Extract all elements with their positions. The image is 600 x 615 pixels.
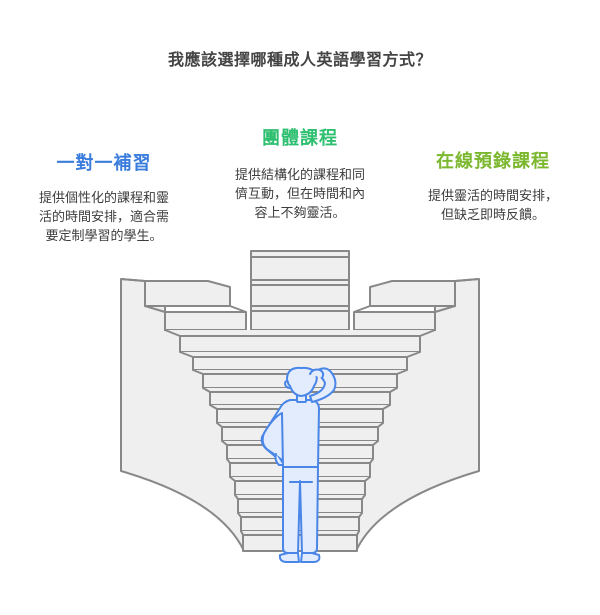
right-upper-step-2 (353, 305, 456, 331)
desc-line: 要定制學習的學生。 (45, 229, 163, 244)
desc-line: 提供結構化的課程和同 (234, 168, 365, 183)
person-icon (260, 366, 337, 563)
desc-line: 提供靈活的時間安排， (427, 189, 558, 204)
option-online-recorded: 在線預錄課程 提供靈活的時間安排， 但缺乏即時反饋。 (400, 147, 586, 225)
option-heading: 一對一補習 (56, 153, 152, 174)
person-legs (282, 466, 319, 554)
option-description: 提供個性化的課程和靈 活的時間安排，適合需 要定制學習的學生。 (14, 189, 194, 246)
center-tower (250, 250, 350, 331)
desc-line: 容上不夠靈活。 (254, 206, 346, 221)
left-upper-step-2 (144, 305, 247, 331)
desc-line: 提供個性化的課程和靈 (38, 191, 169, 206)
desc-line: 但缺乏即時反饋。 (440, 208, 545, 223)
option-description: 提供結構化的課程和同 儕互動，但在時間和內 容上不夠靈活。 (205, 166, 395, 223)
person-arm (309, 367, 337, 403)
option-one-on-one: 一對一補習 提供個性化的課程和靈 活的時間安排，適合需 要定制學習的學生。 (14, 149, 194, 246)
desc-line: 活的時間安排，適合需 (38, 210, 169, 225)
option-heading: 團體課程 (262, 128, 338, 149)
option-heading: 在線預錄課程 (436, 151, 550, 172)
page-title: 我應該選擇哪種成人英語學習方式？ (167, 50, 432, 69)
option-group: 團體課程 提供結構化的課程和同 儕互動，但在時間和內 容上不夠靈活。 (205, 124, 395, 223)
desc-line: 儕互動，但在時間和內 (234, 187, 365, 202)
option-description: 提供靈活的時間安排， 但缺乏即時反饋。 (400, 187, 586, 225)
